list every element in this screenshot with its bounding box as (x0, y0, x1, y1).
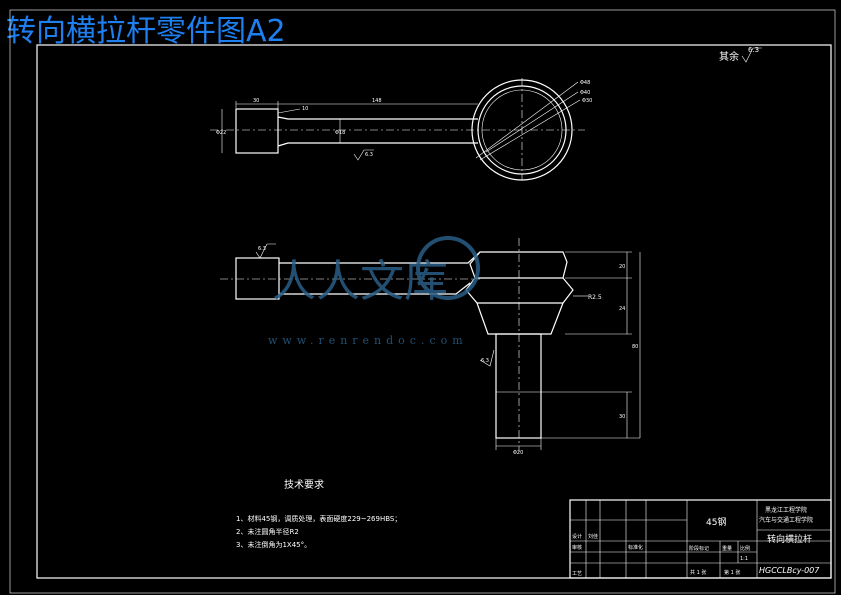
svg-text:Φ30: Φ30 (582, 98, 592, 104)
svg-text:20: 20 (619, 264, 625, 270)
svg-text:10: 10 (302, 106, 308, 112)
svg-text:1、材料45钢，调质处理，表面硬度229~269HBS；: 1、材料45钢，调质处理，表面硬度229~269HBS； (236, 514, 401, 523)
svg-text:共 1 张: 共 1 张 (690, 569, 706, 576)
inner-frame (36, 44, 832, 579)
svg-text:标准化: 标准化 (628, 544, 643, 551)
svg-text:审核: 审核 (572, 544, 582, 551)
svg-text:30: 30 (619, 414, 625, 420)
svg-text:重量: 重量 (722, 545, 732, 552)
svg-text:Φ48: Φ48 (580, 80, 590, 86)
svg-text:24: 24 (619, 306, 625, 312)
svg-text:6.3: 6.3 (748, 46, 759, 54)
svg-text:www.renrendoc.com: www.renrendoc.com (268, 334, 468, 347)
svg-text:阶段标记: 阶段标记 (689, 545, 709, 552)
svg-text:Φ22: Φ22 (216, 130, 226, 136)
svg-text:黑龙江工程学院: 黑龙江工程学院 (765, 506, 807, 514)
svg-text:技术要求: 技术要求 (284, 478, 324, 491)
svg-text:3、未注倒角为1X45°。: 3、未注倒角为1X45°。 (236, 540, 311, 549)
svg-text:6.3: 6.3 (258, 246, 266, 252)
outer-frame (9, 9, 836, 594)
drawing-title: 转向横拉杆零件图A2 (6, 14, 286, 49)
svg-text:人人文库: 人人文库 (272, 256, 448, 307)
svg-text:第 1 张: 第 1 张 (724, 569, 740, 576)
front-view: 6.3 R2.5 20 24 80 30 Φ20 6.3 (220, 238, 641, 456)
svg-text:其余: 其余 (719, 50, 739, 63)
svg-text:1:1: 1:1 (740, 556, 748, 562)
technical-requirements: 技术要求 1、材料45钢，调质处理，表面硬度229~269HBS； 2、未注圆角… (236, 478, 401, 549)
svg-text:6.3: 6.3 (481, 358, 489, 364)
svg-text:Φ20: Φ20 (513, 450, 523, 456)
watermark: 人人文库 www.renrendoc.com (268, 236, 480, 347)
svg-text:2、未注圆角半径R2: 2、未注圆角半径R2 (236, 527, 299, 536)
svg-text:45钢: 45钢 (706, 516, 726, 528)
top-view: 30 10 148 Φ22 Φ18 6.3 Φ48 Φ40 Φ30 (210, 78, 592, 181)
title-block: 设计 审核 工艺 刘佳 标准化 45钢 黑龙江工程学院 汽车与交通工程学院 转向… (569, 499, 832, 579)
svg-text:比例: 比例 (740, 545, 750, 552)
svg-text:工艺: 工艺 (572, 571, 582, 577)
svg-text:30: 30 (253, 98, 259, 104)
svg-text:HGCCLBcy-007: HGCCLBcy-007 (759, 566, 820, 575)
svg-text:汽车与交通工程学院: 汽车与交通工程学院 (759, 516, 813, 524)
svg-text:6.3: 6.3 (365, 152, 373, 158)
svg-text:148: 148 (372, 98, 382, 104)
svg-text:转向横拉杆: 转向横拉杆 (767, 533, 812, 545)
svg-text:设计: 设计 (572, 533, 582, 540)
svg-text:R2.5: R2.5 (588, 294, 602, 301)
svg-text:Φ18: Φ18 (335, 130, 345, 136)
svg-text:刘佳: 刘佳 (588, 533, 598, 540)
svg-text:80: 80 (632, 344, 638, 350)
svg-text:Φ40: Φ40 (580, 90, 590, 96)
roughness-rest: 其余 6.3 (719, 46, 762, 63)
